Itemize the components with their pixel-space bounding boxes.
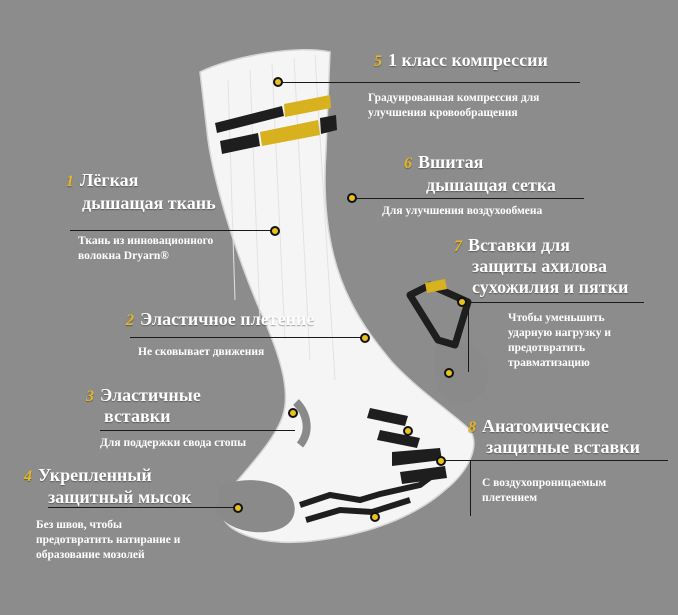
feature-number: 3 [86, 388, 94, 405]
marker-3b [403, 426, 413, 436]
stripe-black-3 [320, 115, 337, 134]
stripe-yellow-1 [284, 95, 331, 117]
feature-title: дышащая сетка [426, 175, 556, 195]
arch-side-insert [292, 399, 311, 448]
heel-pad [434, 341, 489, 404]
leader-1 [70, 230, 275, 231]
feature-description: Не сковывает движения [138, 346, 265, 358]
leader-7-drop [468, 302, 469, 372]
feature-number: 1 [66, 173, 74, 190]
achilles-yellow-tab [425, 279, 447, 293]
marker-1 [270, 226, 280, 236]
marker-6 [347, 193, 357, 203]
sole-inserts [299, 467, 442, 523]
feature-title: Вставки для [468, 235, 570, 255]
feature-description: Для улучшения воздухообмена [382, 205, 543, 217]
leader-8-drop [470, 460, 471, 516]
marker-5 [273, 77, 283, 87]
marker-4 [233, 503, 243, 513]
feature-title: 1 класс компрессии [388, 50, 548, 70]
feature-title: защиты ахилова [472, 256, 607, 276]
feature-number: 4 [24, 468, 32, 485]
leader-7 [462, 302, 644, 303]
marker-3 [288, 408, 298, 418]
feature-title: Укрепленный [38, 465, 152, 485]
feature-description: С воздухопроницаемым [482, 477, 607, 489]
feature-title: Эластичные [100, 385, 201, 405]
feature-title: вставки [104, 406, 171, 426]
feature-title: Лёгкая [80, 170, 139, 190]
leader-5 [278, 82, 580, 83]
marker-2 [360, 333, 370, 343]
achilles-insert [406, 281, 472, 349]
stripe-black-2 [220, 133, 260, 154]
feature-description: Чтобы уменьшить [508, 312, 605, 324]
stripe-yellow-2 [260, 120, 320, 146]
marker-8b [370, 512, 380, 522]
leader-3 [100, 430, 295, 431]
feature-title: защитные вставки [486, 437, 641, 457]
feature-title: Анатомические [482, 416, 609, 436]
stripe-black-1 [215, 106, 284, 133]
feature-description: плетением [482, 492, 538, 504]
leader-8 [440, 460, 668, 461]
leader-6 [352, 198, 584, 199]
feature-number: 2 [126, 312, 134, 329]
feature-description: ударную нагрузку и [508, 327, 611, 339]
feature-title: Вшитая [418, 152, 484, 172]
feature-description: травматизацию [508, 357, 590, 369]
toe-pad [216, 480, 295, 533]
feature-description: Без швов, чтобы [36, 519, 122, 531]
feature-description: Для поддержки свода стопы [100, 437, 247, 449]
feature-description: предотвратить натирание и [36, 534, 181, 546]
feature-description: Градуированная компрессия для [368, 92, 540, 104]
feature-title: Эластичное плетение [140, 309, 315, 329]
feature-title: защитный мысок [48, 487, 192, 507]
marker-8 [436, 456, 446, 466]
feature-description: Ткань из инновационного [78, 235, 214, 247]
feature-number: 7 [454, 238, 462, 255]
leader-4 [48, 507, 238, 508]
feature-description: предотвратить [508, 342, 586, 354]
feature-number: 6 [404, 155, 412, 172]
marker-7 [457, 297, 467, 307]
leader-2 [130, 337, 366, 338]
feature-number: 5 [374, 53, 382, 70]
feature-title: дышащая ткань [82, 193, 216, 213]
feature-description: волокна Dryarn® [78, 250, 169, 262]
feature-description: образование мозолей [36, 549, 145, 561]
marker-7b [444, 368, 454, 378]
feature-title: сухожилия и пятки [472, 277, 629, 297]
feature-number: 8 [468, 419, 476, 436]
feature-description: улучшения кровообращения [368, 107, 518, 119]
